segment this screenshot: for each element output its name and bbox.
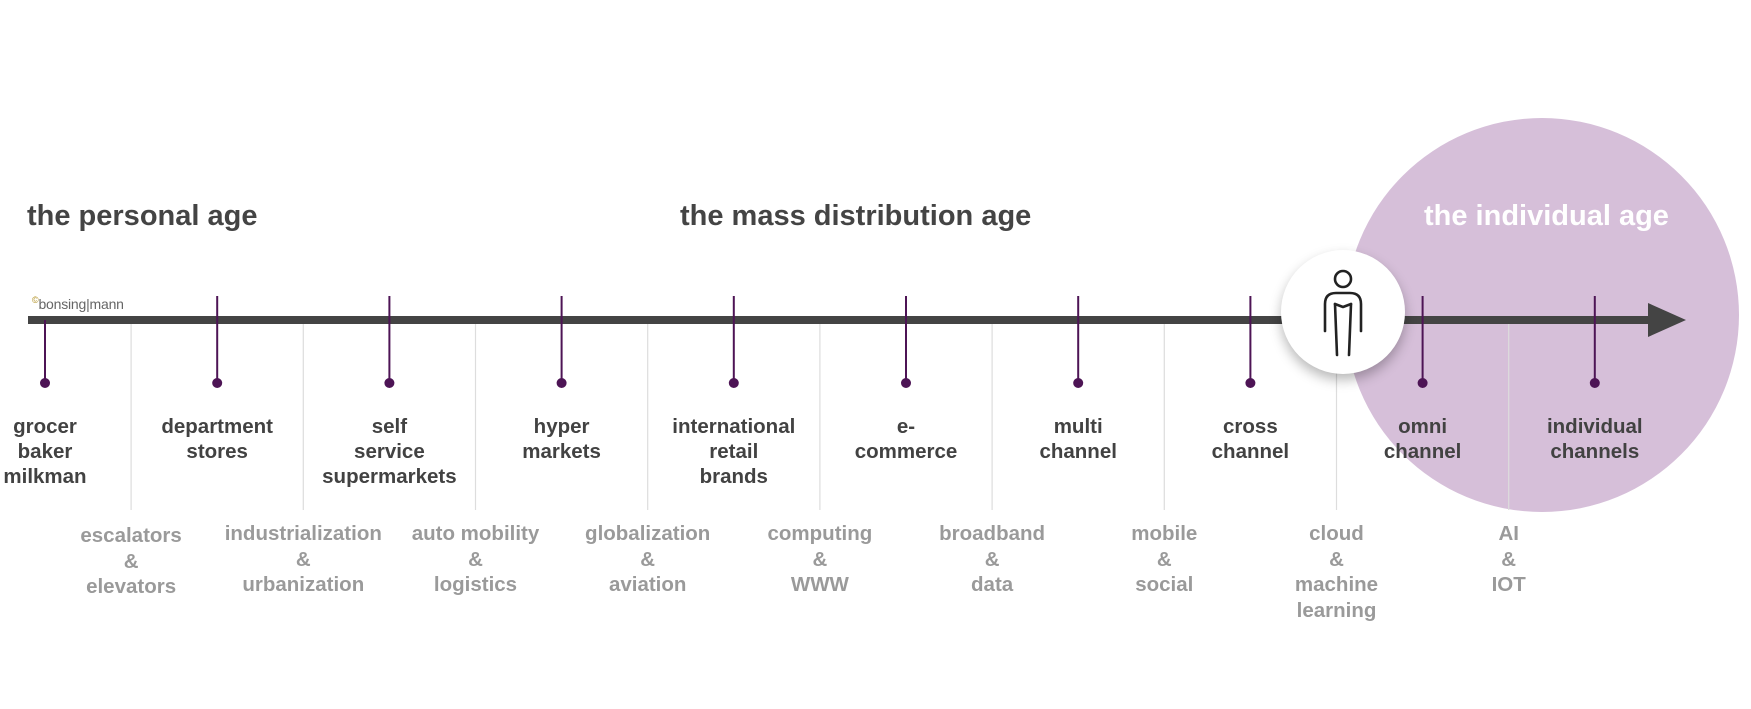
enabler-label: mobile&social bbox=[1074, 521, 1254, 598]
enabler-label: globalization&aviation bbox=[558, 521, 738, 598]
enabler-label-line: & bbox=[123, 549, 139, 573]
milestone-label-line: milkman bbox=[3, 465, 87, 488]
person-marker bbox=[1281, 250, 1405, 374]
milestone-label-line: commerce bbox=[854, 440, 958, 463]
milestone-label-line: e- bbox=[896, 415, 916, 438]
milestone-dot bbox=[1073, 378, 1084, 388]
copyright-mark: © bbox=[32, 295, 39, 305]
milestone-dot bbox=[1245, 378, 1256, 388]
enabler-label: AI&IOT bbox=[1419, 521, 1599, 598]
enabler-label: industrialization&urbanization bbox=[213, 521, 393, 598]
enabler-label-line: & bbox=[295, 547, 311, 571]
logo-text: bonsing|mann bbox=[38, 296, 124, 312]
enabler-label-line: learning bbox=[1296, 598, 1377, 622]
enabler-label-line: cloud bbox=[1309, 522, 1364, 545]
enabler-label-line: AI bbox=[1498, 522, 1519, 545]
milestone-dot bbox=[728, 378, 739, 388]
enabler-label-line: machine bbox=[1294, 573, 1379, 596]
enabler-label-line: & bbox=[1329, 547, 1344, 571]
enabler-label-line: & bbox=[1156, 547, 1172, 571]
milestone-label-line: multi bbox=[1053, 415, 1103, 438]
milestone-label-line: international bbox=[672, 415, 796, 438]
milestone-label-line: service bbox=[354, 440, 425, 463]
enabler-label-line: computing bbox=[767, 522, 873, 545]
milestone-label-line: markets bbox=[522, 440, 601, 463]
milestone-label-line: grocer bbox=[13, 415, 77, 438]
milestone-label-line: channels bbox=[1550, 440, 1640, 463]
enabler-label-line: & bbox=[984, 547, 1000, 571]
individual-age-circle bbox=[1345, 118, 1739, 512]
enabler-label-line: WWW bbox=[790, 573, 849, 596]
enabler-label-line: globalization bbox=[585, 522, 711, 545]
personal-age-title: the personal age bbox=[27, 200, 258, 232]
milestone-label: e-commerce bbox=[821, 414, 991, 464]
enabler-label-line: logistics bbox=[433, 573, 518, 596]
milestone-label-line: baker bbox=[17, 440, 73, 463]
enabler-label-line: & bbox=[640, 547, 656, 571]
enabler-label-line: urbanization bbox=[242, 573, 365, 596]
individual-age-title: the individual age bbox=[1424, 200, 1669, 232]
enabler-label-line: & bbox=[468, 547, 483, 571]
milestone-label-line: hyper bbox=[533, 415, 590, 438]
enabler-label-line: aviation bbox=[608, 573, 687, 596]
enabler-label-line: industrialization bbox=[224, 522, 382, 545]
enabler-label: broadband&data bbox=[902, 521, 1082, 598]
milestone-label-line: department bbox=[161, 415, 273, 438]
milestone-label-line: channel bbox=[1383, 440, 1462, 463]
milestone-dot bbox=[901, 378, 911, 388]
milestone-label-line: supermarkets bbox=[322, 465, 457, 488]
milestone-label-line: brands bbox=[699, 465, 768, 488]
milestone-label-line: channel bbox=[1039, 440, 1117, 463]
milestone-label-line: omni bbox=[1398, 415, 1448, 438]
arrow-head-icon bbox=[1648, 303, 1686, 337]
enabler-label-line: mobile bbox=[1131, 522, 1198, 545]
milestone-dot bbox=[384, 378, 395, 388]
enabler-label-line: & bbox=[1501, 547, 1517, 571]
enabler-label-line: & bbox=[812, 547, 828, 571]
milestone-dot bbox=[40, 378, 50, 388]
mass-distribution-age-title: the mass distribution age bbox=[680, 200, 1032, 232]
enabler-label-line: data bbox=[971, 573, 1014, 596]
brand-logo: ©bonsing|mann bbox=[32, 295, 124, 312]
enabler-label-line: broadband bbox=[939, 522, 1046, 545]
enabler-label-line: elevators bbox=[86, 575, 177, 598]
enabler-label-line: social bbox=[1135, 573, 1194, 596]
milestone-label-line: cross bbox=[1223, 415, 1278, 438]
milestone-label-line: channel bbox=[1211, 440, 1290, 463]
enabler-label-line: IOT bbox=[1491, 573, 1526, 596]
enabler-label: escalators&elevators bbox=[41, 523, 221, 600]
milestone-dot bbox=[1589, 378, 1600, 388]
milestone-label-line: individual bbox=[1546, 415, 1643, 438]
milestone-dot bbox=[1417, 378, 1428, 388]
person-icon bbox=[1323, 269, 1363, 357]
milestone-markers bbox=[40, 296, 1600, 388]
enabler-separators bbox=[130, 320, 1510, 510]
milestone-label-line: self bbox=[371, 415, 408, 438]
enabler-label-line: auto mobility bbox=[411, 522, 540, 545]
milestone-label-line: retail bbox=[709, 440, 759, 463]
enabler-label: auto mobility&logistics bbox=[386, 521, 566, 598]
enabler-label: computing&WWW bbox=[730, 521, 910, 598]
milestone-label-line: stores bbox=[186, 440, 248, 463]
milestone-dot bbox=[556, 378, 567, 388]
milestone-dot bbox=[212, 378, 223, 388]
enabler-label-line: escalators bbox=[80, 524, 182, 547]
